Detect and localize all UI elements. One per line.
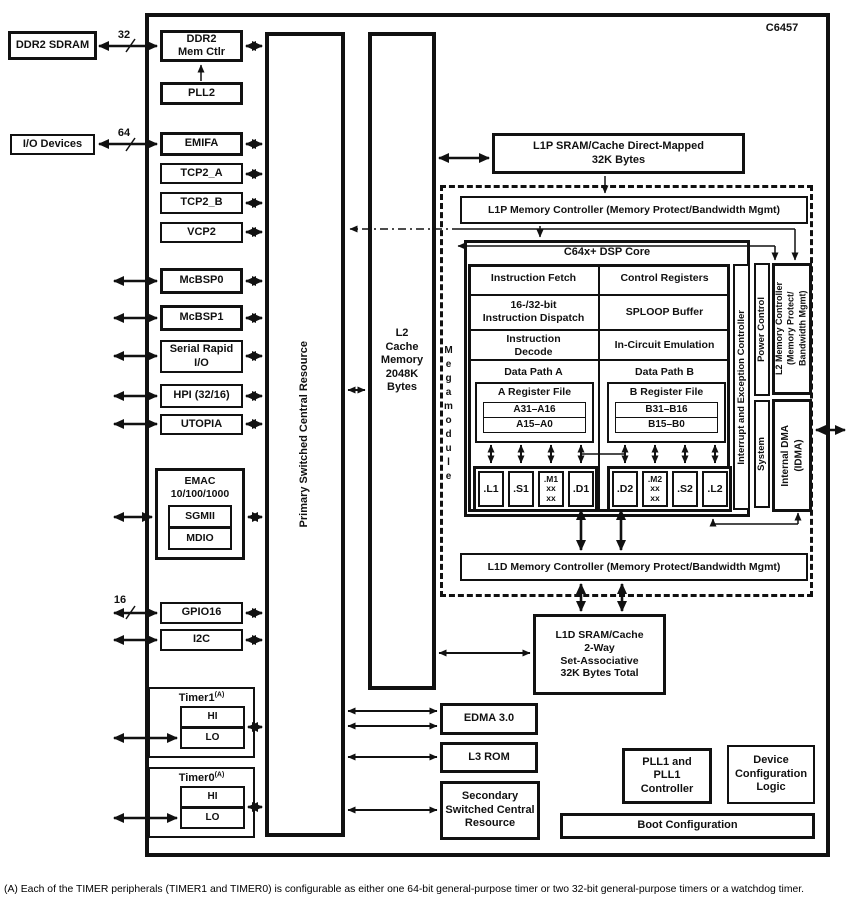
bus-width-32: 32 — [117, 29, 131, 41]
pscr-label: Primary Switched Central Resource — [298, 341, 311, 528]
device-config-box: Device Configuration Logic — [727, 745, 815, 804]
core-grid-hline1 — [468, 294, 730, 296]
unit-l2: .L2 — [702, 471, 728, 507]
instruction-decode-cell: Instruction Decode — [506, 333, 561, 358]
megamodule-label: Megamodule — [443, 345, 454, 485]
dsp-core-title: C64x+ DSP Core — [563, 246, 651, 258]
power-control-box: Power Control — [754, 263, 770, 396]
sploop-buffer-cell: SPLOOP Buffer — [625, 306, 704, 318]
vcp2-box: VCP2 — [160, 222, 243, 243]
unit-m1: .M1 xx xx — [538, 471, 564, 507]
hpi-box: HPI (32/16) — [160, 384, 243, 408]
pll1-box: PLL1 and PLL1 Controller — [622, 748, 712, 804]
emac-label: EMAC 10/100/1000 — [170, 475, 230, 500]
bus-width-64: 64 — [117, 127, 131, 139]
l3-rom-box: L3 ROM — [440, 742, 538, 773]
timer1-note-ref: (A) — [214, 691, 225, 699]
data-path-a-label: Data Path A — [504, 366, 563, 378]
in-circuit-emulation-cell: In-Circuit Emulation — [614, 339, 715, 351]
l1p-memory-controller-box: L1P Memory Controller (Memory Protect/Ba… — [460, 196, 808, 224]
serial-rapid-io-box: Serial Rapid I/O — [160, 340, 243, 373]
timer0-lo-box: LO — [180, 807, 245, 829]
core-grid-vline — [598, 264, 600, 512]
sgmii-box: SGMII — [168, 505, 232, 528]
timer1-lo-box: LO — [180, 727, 245, 749]
a-lo-box: A15–A0 — [483, 417, 586, 433]
emifa-box: EMIFA — [160, 132, 243, 156]
l2-memory-controller-box: L2 Memory Controller (Memory Protect/ Ba… — [772, 263, 812, 395]
timer0-label: Timer0(A) — [178, 771, 225, 784]
chip-title: C6457 — [765, 22, 799, 34]
timer1-label: Timer1(A) — [178, 691, 225, 704]
mcbsp1-box: McBSP1 — [160, 305, 243, 331]
unit-s1: .S1 — [508, 471, 534, 507]
ddr2-sdram-box: DDR2 SDRAM — [8, 31, 97, 60]
mdio-box: MDIO — [168, 527, 232, 550]
iec-label: Interrupt and Exception Controller — [735, 309, 747, 465]
b-lo-box: B15–B0 — [615, 417, 718, 433]
unit-l1: .L1 — [478, 471, 504, 507]
edma-box: EDMA 3.0 — [440, 703, 538, 735]
bus-width-16: 16 — [113, 594, 127, 606]
unit-m2: .M2 xx xx — [642, 471, 668, 507]
data-path-b-label: Data Path B — [635, 366, 694, 378]
l1d-sram-box: L1D SRAM/Cache 2-Way Set-Associative 32K… — [533, 614, 666, 695]
a-register-file-label: A Register File — [497, 386, 572, 398]
chip-boundary — [145, 13, 830, 857]
instruction-dispatch-cell: 16-/32-bit Instruction Dispatch — [482, 299, 585, 324]
power-control-label: Power Control — [756, 297, 768, 362]
ddr2-mem-ctlr-box: DDR2 Mem Ctlr — [160, 30, 243, 62]
unit-d2: .D2 — [612, 471, 638, 507]
l2-cache-column: L2 Cache Memory 2048K Bytes — [368, 32, 436, 690]
b-hi-box: B31–B16 — [615, 402, 718, 418]
interrupt-exception-controller-box: Interrupt and Exception Controller — [733, 264, 750, 510]
tcp2b-box: TCP2_B — [160, 192, 243, 214]
control-registers-cell: Control Registers — [620, 272, 709, 284]
l2-mc-label: L2 Memory Controller (Memory Protect/ Ba… — [774, 282, 808, 376]
io-devices-box: I/O Devices — [10, 134, 95, 155]
pscr-column: Primary Switched Central Resource — [265, 32, 345, 837]
utopia-box: UTOPIA — [160, 414, 243, 435]
b-register-file-label: B Register File — [629, 386, 704, 398]
a-hi-box: A31–A16 — [483, 402, 586, 418]
internal-dma-box: Internal DMA (IDMA) — [772, 399, 812, 512]
unit-d1: .D1 — [568, 471, 594, 507]
instruction-fetch-cell: Instruction Fetch — [490, 272, 577, 284]
l1p-sram-box: L1P SRAM/Cache Direct-Mapped 32K Bytes — [492, 133, 745, 174]
mcbsp0-box: McBSP0 — [160, 268, 243, 294]
gpio16-box: GPIO16 — [160, 602, 243, 624]
footnote: (A) Each of the TIMER peripherals (TIMER… — [4, 884, 805, 895]
tcp2a-box: TCP2_A — [160, 163, 243, 184]
timer1-hi-box: HI — [180, 706, 245, 728]
core-grid-hline2 — [468, 329, 730, 331]
i2c-box: I2C — [160, 629, 243, 651]
pll2-box: PLL2 — [160, 82, 243, 105]
system-label: System — [756, 437, 768, 471]
boot-config-box: Boot Configuration — [560, 813, 815, 839]
l1d-memory-controller-box: L1D Memory Controller (Memory Protect/Ba… — [460, 553, 808, 581]
timer0-note-ref: (A) — [214, 771, 225, 779]
idma-label: Internal DMA (IDMA) — [779, 424, 805, 487]
unit-s2: .S2 — [672, 471, 698, 507]
timer0-hi-box: HI — [180, 786, 245, 808]
core-grid-hline3 — [468, 359, 730, 361]
system-box: System — [754, 400, 770, 508]
sscr-box: Secondary Switched Central Resource — [440, 781, 540, 840]
